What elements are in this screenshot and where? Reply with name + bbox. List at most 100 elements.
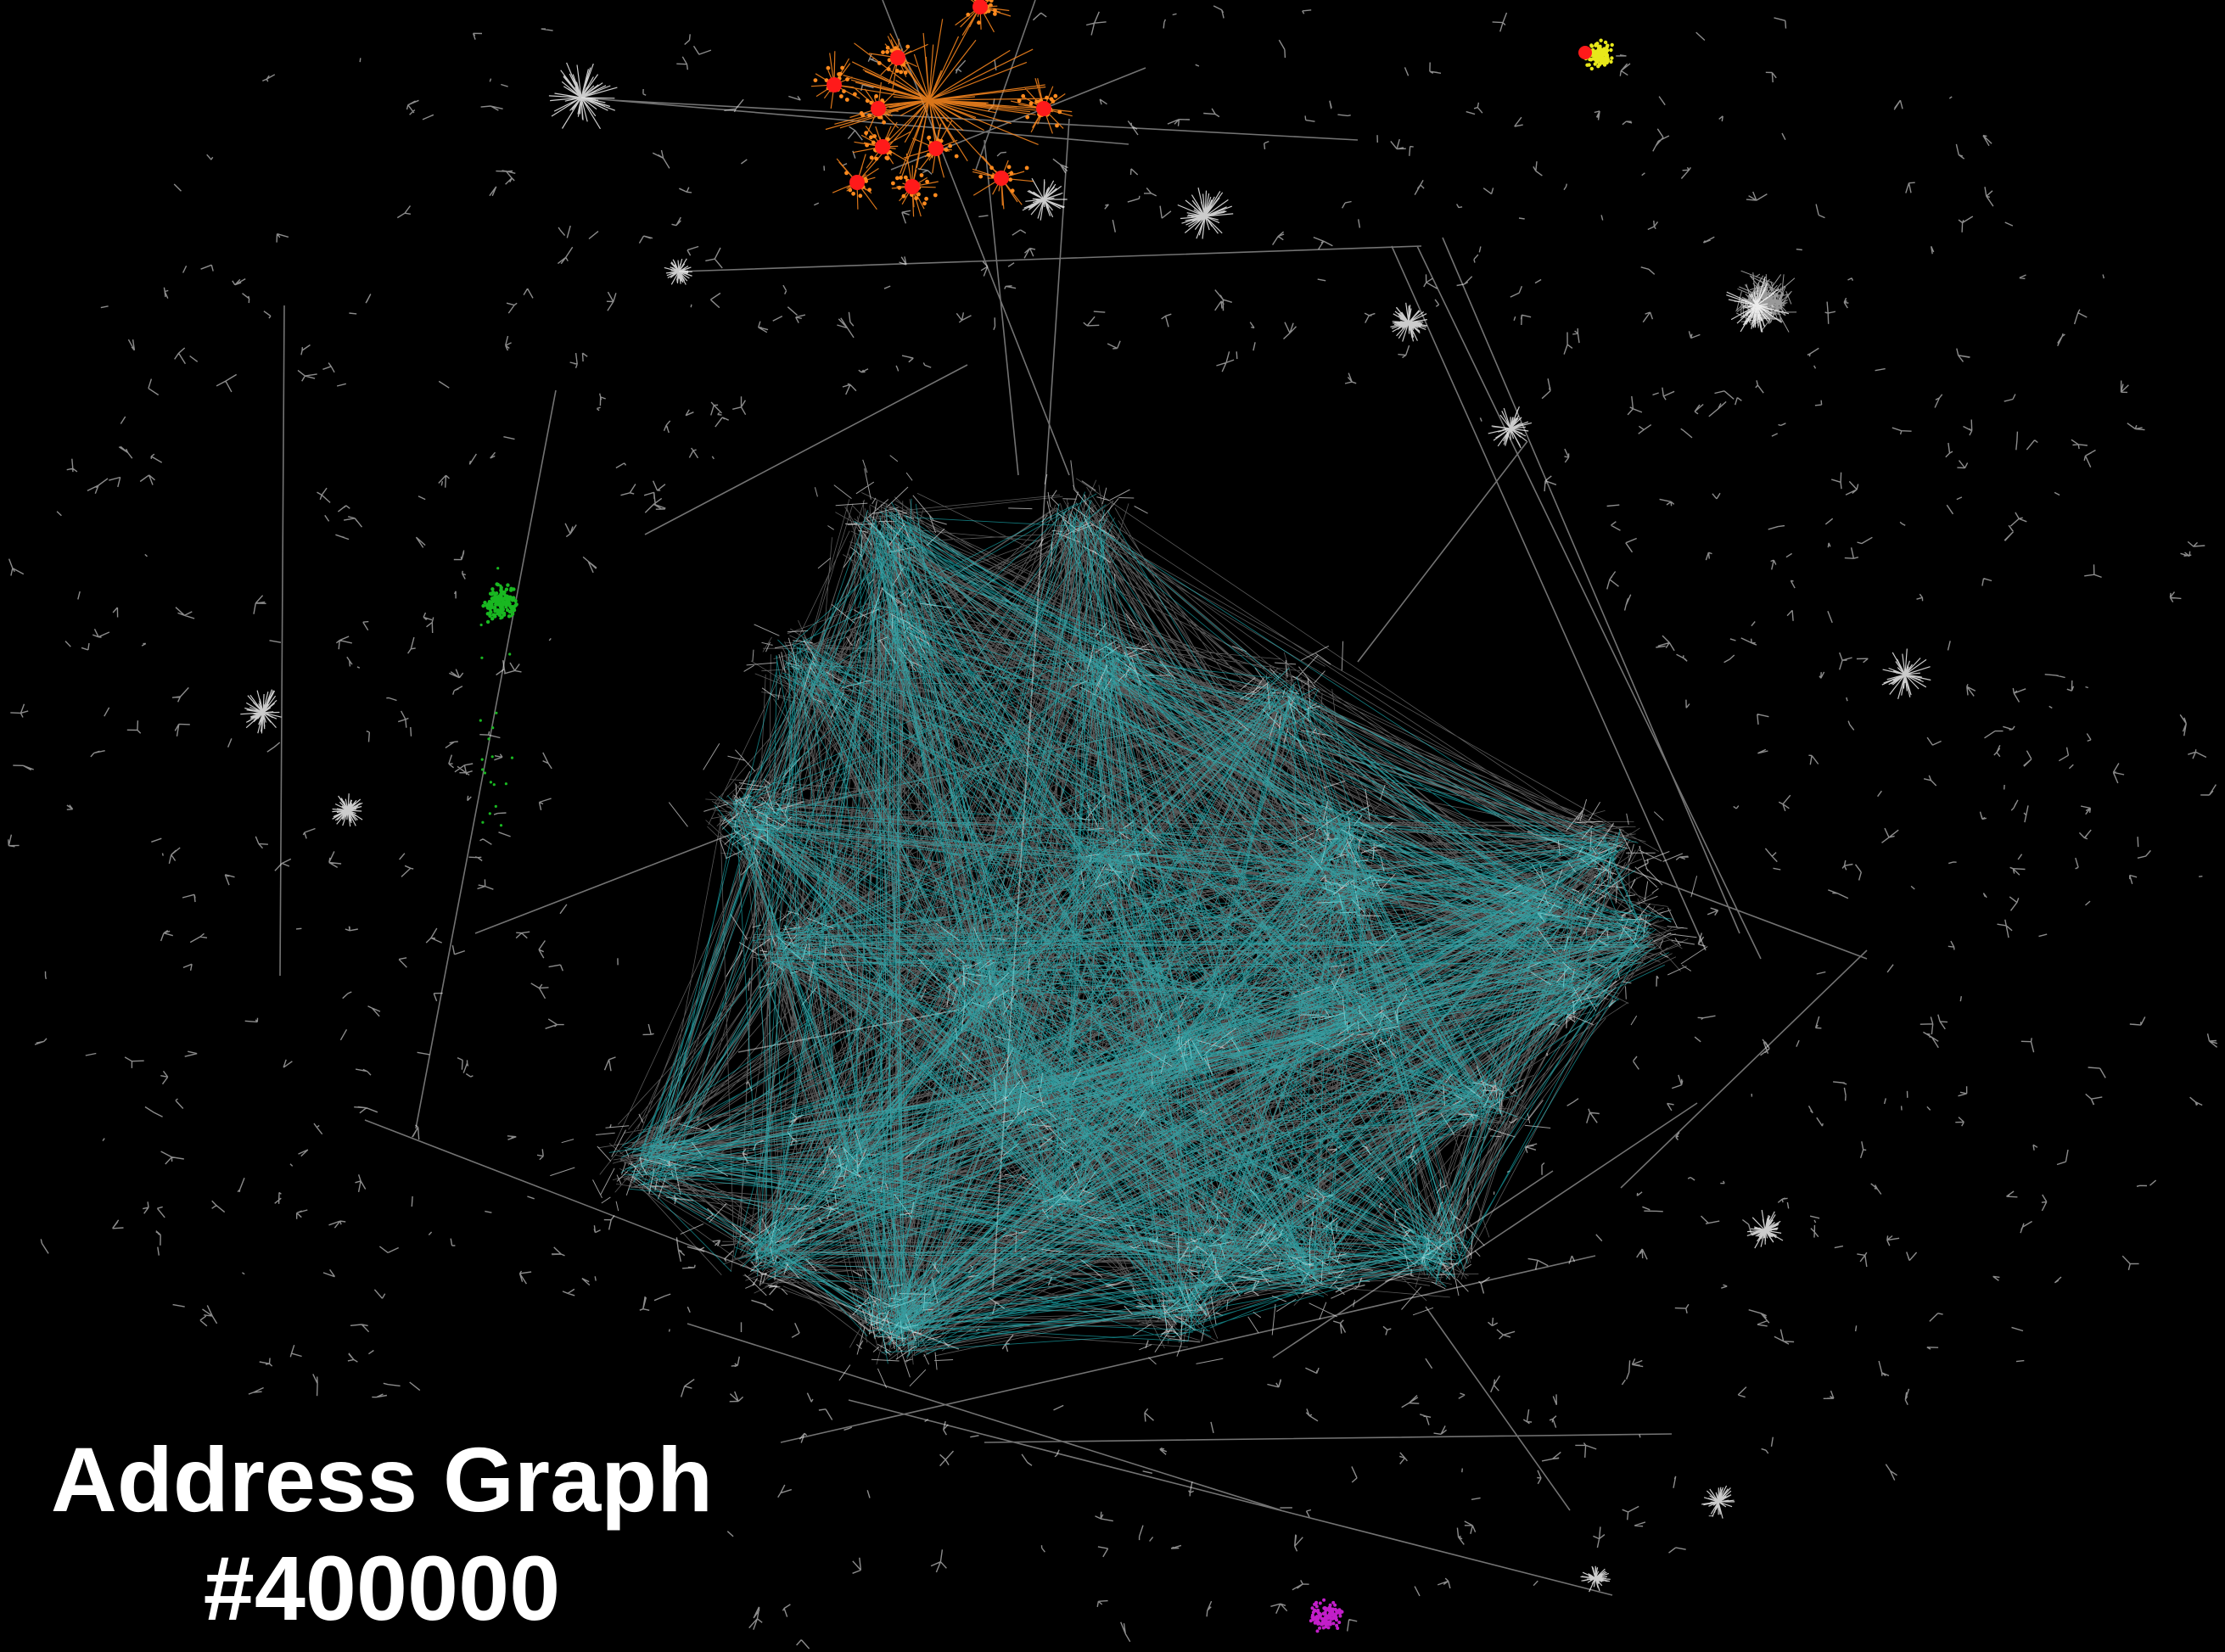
green-cluster-node [504,587,509,591]
yellow-cluster-node [1595,57,1600,61]
magenta-cluster-node [1323,1621,1327,1626]
green-tail-node [499,584,502,587]
orange-leaf-node [933,193,938,198]
star-component-edges [332,793,363,827]
orange-leaf-node [1057,109,1062,115]
orange-leaf-node [839,94,843,98]
orange-leaf-node [944,148,949,153]
green-tail-node [491,726,495,730]
red-hub-node [871,101,886,116]
orange-leaf-node [885,45,890,50]
orange-leaf-node [901,193,906,199]
orange-leaf-node [872,134,877,138]
orange-leaf-node [989,3,993,8]
green-cluster-node [490,604,494,608]
orange-leaf-node [1053,93,1058,98]
green-cluster-node [481,603,485,608]
star-component-edges [1580,1565,1611,1593]
green-cluster-node [486,602,490,607]
magenta-cluster-node [1332,1616,1337,1621]
orange-leaf-node [874,94,878,98]
green-tail-node [480,656,484,659]
orange-leaf-node [865,98,870,104]
red-hub-node [972,0,988,14]
orange-leaf-node [881,50,885,54]
orange-leaf-node [922,201,927,206]
red-hub-node [849,175,865,190]
yellow-cluster-node [1599,38,1603,42]
magenta-cluster-node [1324,1625,1328,1629]
green-cluster-node [501,608,506,612]
orange-leaf-node [903,175,908,180]
magenta-cluster-node [1310,1616,1314,1619]
magenta-cluster-node [1337,1621,1342,1625]
orange-leaf-node [1021,93,1026,98]
orange-leaf-node [895,176,900,181]
orange-leaf-node [859,111,864,115]
star-component-edges [1881,648,1931,699]
orange-leaf-node [993,8,997,13]
green-tail-node [508,652,512,656]
orange-leaf-node [871,140,876,145]
orange-leaf-node [978,174,984,179]
yellow-cluster-node [1605,45,1609,49]
green-cluster-node [485,619,490,624]
colored-clusters [479,0,1614,1633]
yellow-cluster-node [1599,52,1604,57]
star-component-edges [1390,302,1428,342]
yellow-cluster-node [1609,59,1613,64]
green-cluster-node [506,583,510,587]
orange-leaf-node [851,191,855,196]
orange-leaf-node [1017,98,1022,103]
magenta-cluster-node [1320,1621,1325,1626]
orange-leaf-node [919,173,924,177]
green-tail-node [499,824,503,827]
green-tail-node [487,737,490,741]
orange-leaf-node [989,165,994,171]
green-cluster-node [493,608,497,613]
green-tail-node [504,782,508,786]
orange-leaf-node [926,153,931,157]
green-cluster-node [493,605,497,610]
orange-leaf-node [905,44,911,49]
green-tail-node [492,783,496,787]
green-tail-node [481,820,485,824]
magenta-cluster-node [1328,1615,1332,1619]
green-cluster-node [505,600,509,604]
green-tail-node [488,812,491,815]
green-cluster-node [513,599,518,603]
orange-leaf-node [948,143,953,148]
star-component-edges [1177,188,1234,239]
magenta-cluster-node [1323,1606,1327,1610]
green-tail-node [483,771,487,775]
star-component-edges [1488,406,1533,449]
green-cluster-node [502,611,507,615]
magenta-cluster-node [1331,1621,1336,1626]
green-tail-node [490,755,494,759]
red-hub-node [905,179,920,194]
green-tail-node [496,567,500,570]
orange-leaf-node [845,77,849,81]
orange-leaf-node [853,92,857,97]
yellow-cluster-node [1610,56,1614,60]
magenta-cluster-node [1336,1627,1340,1630]
orange-leaf-node [925,179,929,184]
magenta-cluster-node [1314,1601,1318,1605]
red-hub-node [827,77,842,92]
magenta-cluster-node [1314,1604,1319,1609]
magenta-cluster-node [1318,1614,1322,1618]
orange-leaf-node [989,0,994,3]
orange-leaf-node [1024,165,1029,171]
orange-leaf-node [885,49,889,54]
orange-leaf-node [882,120,886,125]
star-component-edges [548,62,618,130]
red-hub-node [890,50,905,65]
magenta-cluster-node [1333,1603,1337,1607]
magenta-cluster-node [1323,1612,1327,1616]
green-cluster-node [499,595,503,599]
orange-leaf-node [884,155,889,160]
orange-leaf-node [993,12,997,16]
orange-leaf-node [813,78,818,82]
orange-leaf-node [966,12,971,17]
orange-leaf-node [897,185,902,190]
